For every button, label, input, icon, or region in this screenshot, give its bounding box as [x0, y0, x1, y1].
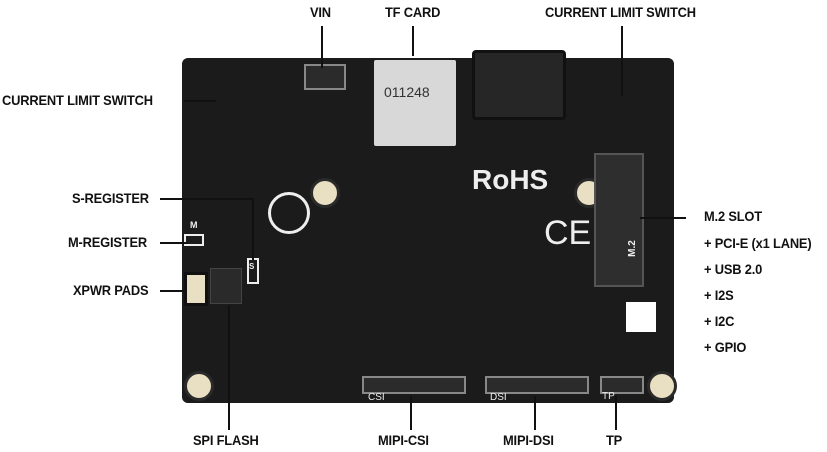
s-register-label: S-REGISTER	[72, 190, 149, 206]
csi-connector	[362, 376, 466, 394]
current-limit-switch-right-label: CURRENT LIMIT SWITCH	[545, 4, 696, 20]
current-limit-switch-left-label: CURRENT LIMIT SWITCH	[2, 92, 153, 108]
m2-feature-i2c: + I2C	[704, 313, 735, 329]
m2-slot: M.2	[594, 153, 644, 287]
m2-feature-pcie: + PCI-E (x1 LANE)	[704, 235, 812, 251]
mipi-csi-label: MIPI-CSI	[378, 432, 429, 448]
tp-leader	[615, 396, 617, 430]
xpwr-pads-label: XPWR PADS	[73, 282, 149, 298]
m2-leader	[640, 217, 686, 219]
mipi-dsi-leader	[534, 396, 536, 430]
mipi-csi-leader	[410, 396, 412, 430]
tf-card-leader	[412, 26, 414, 56]
ethernet-port	[472, 50, 566, 120]
mipi-dsi-label: MIPI-DSI	[503, 432, 554, 448]
current-limit-right-leader	[621, 26, 623, 96]
mounting-hole	[647, 371, 677, 401]
xpwr-leader	[160, 290, 184, 292]
pcb-board: 011248 RoHS CE M.2 M S CSI DSI TP	[182, 50, 677, 403]
s-register-leader-v	[252, 198, 254, 260]
qr-code	[626, 302, 656, 332]
s-register-leader	[160, 198, 254, 200]
m2-slot-label: M.2 SLOT	[704, 208, 762, 224]
spi-flash-leader	[228, 305, 230, 430]
tp-text: TP	[602, 391, 615, 402]
xpwr-pads	[184, 272, 208, 306]
m2-text: M.2	[626, 240, 638, 257]
lead-free-icon	[268, 192, 310, 234]
m2-feature-i2s: + I2S	[704, 287, 734, 303]
csi-text: CSI	[368, 392, 385, 403]
m2-feature-usb: + USB 2.0	[704, 261, 763, 277]
s-register-pads: S	[247, 258, 259, 284]
rohs-mark: RoHS	[472, 164, 549, 195]
mounting-hole	[184, 371, 214, 401]
m2-feature-gpio: + GPIO	[704, 339, 747, 355]
tf-card-slot: 011248	[374, 60, 456, 146]
s-text: S	[249, 262, 255, 271]
mounting-hole	[310, 178, 340, 208]
tf-card-label: TF CARD	[385, 4, 441, 20]
spi-flash-chip	[210, 268, 242, 304]
spi-flash-label: SPI FLASH	[193, 432, 259, 448]
vin-leader	[321, 26, 323, 68]
m-register-leader	[160, 242, 188, 244]
current-limit-left-leader	[184, 100, 216, 102]
m-text: M	[190, 220, 198, 230]
vin-connector	[304, 64, 346, 90]
m-register-pads	[184, 234, 204, 246]
dsi-connector	[485, 376, 589, 394]
dsi-text: DSI	[490, 392, 507, 403]
m-register-label: M-REGISTER	[68, 234, 148, 250]
tp-connector	[600, 376, 644, 394]
sd-code-text: 011248	[384, 84, 430, 100]
tp-label: TP	[606, 432, 623, 448]
vin-label: VIN	[310, 4, 331, 20]
ce-mark: CE	[544, 214, 592, 252]
